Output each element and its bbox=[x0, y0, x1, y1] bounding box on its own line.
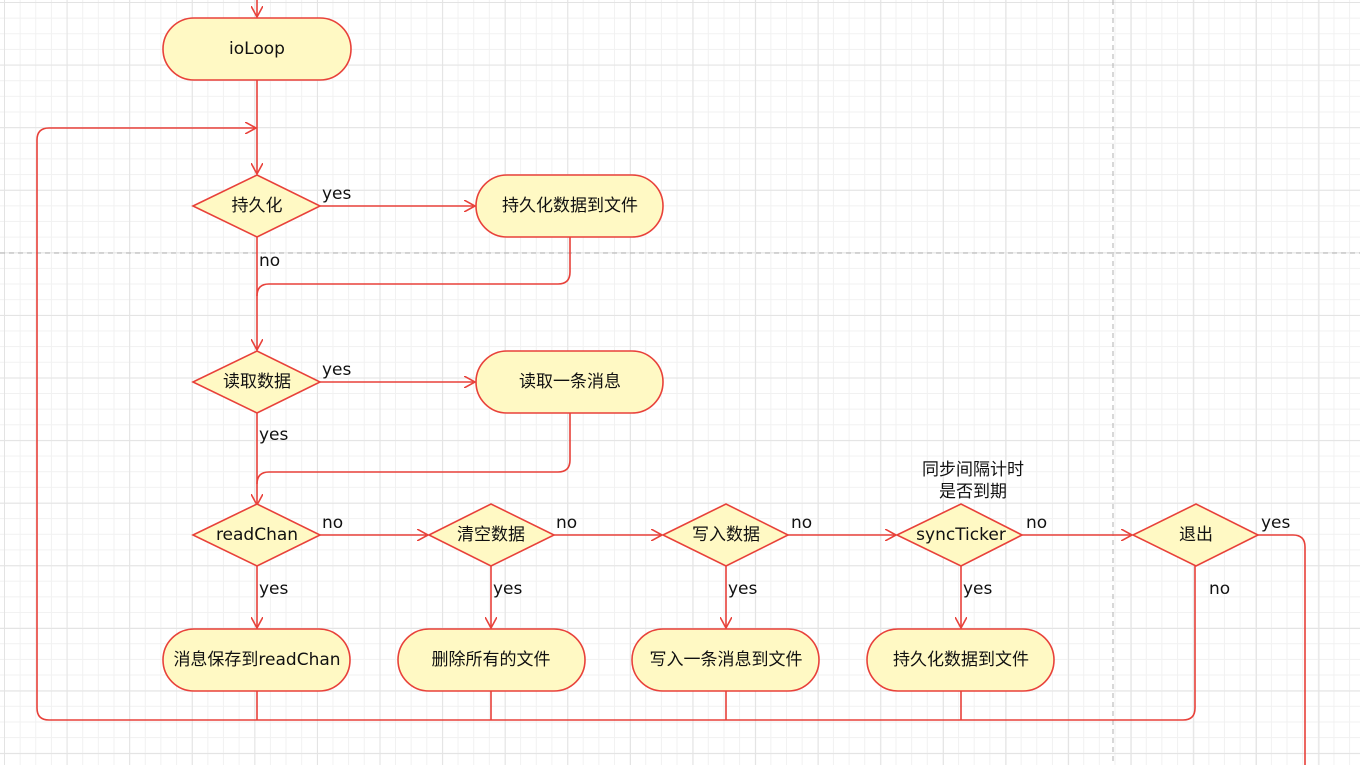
node-empty-do-shape[interactable] bbox=[397, 628, 586, 692]
edge-exit-yes bbox=[1258, 534, 1306, 765]
edge-label-read-yes-down: yes bbox=[259, 425, 289, 445]
edge-label-exit-no: no bbox=[1209, 579, 1230, 599]
edge-persist-do-merge bbox=[256, 237, 571, 297]
node-sync-q-label: syncTicker bbox=[916, 525, 1006, 545]
node-read-do-label: 读取一条消息 bbox=[519, 372, 621, 392]
node-exit-q-shape[interactable] bbox=[1131, 503, 1260, 567]
node-persist-q-label: 持久化 bbox=[232, 196, 283, 216]
edge-label-readchan-no: no bbox=[322, 513, 343, 533]
node-sync-q-shape[interactable] bbox=[895, 503, 1024, 567]
edge-read-do-merge bbox=[256, 413, 571, 485]
node-sync-do-shape[interactable] bbox=[866, 628, 1055, 692]
node-write-do-shape[interactable] bbox=[631, 628, 820, 692]
node-ioloop-shape[interactable] bbox=[162, 17, 352, 81]
node-read-do-shape[interactable] bbox=[475, 350, 664, 414]
edge-label-empty-yes: yes bbox=[493, 579, 523, 599]
edge-label-read-yes-right: yes bbox=[322, 360, 352, 380]
edge-label-readchan-yes: yes bbox=[259, 579, 289, 599]
edge-label-write-yes: yes bbox=[728, 579, 758, 599]
node-persist-do-shape[interactable] bbox=[475, 174, 664, 238]
node-readchan-do-label: 消息保存到readChan bbox=[173, 650, 340, 670]
edge-label-empty-no: no bbox=[556, 513, 577, 533]
edge-loop-back bbox=[36, 128, 1196, 721]
node-sync-note-line1: 同步间隔计时 bbox=[922, 460, 1024, 480]
node-readchan-do-shape[interactable] bbox=[162, 628, 351, 692]
node-empty-q-label: 清空数据 bbox=[457, 525, 525, 545]
edge-label-persist-no: no bbox=[259, 251, 280, 271]
edge-label-exit-yes: yes bbox=[1261, 513, 1291, 533]
edge-label-sync-yes: yes bbox=[963, 579, 993, 599]
node-exit-q-label: 退出 bbox=[1179, 525, 1213, 545]
edge-label-sync-no: no bbox=[1026, 513, 1047, 533]
node-write-do-label: 写入一条消息到文件 bbox=[650, 650, 803, 670]
node-persist-do-label: 持久化数据到文件 bbox=[502, 196, 638, 216]
node-ioloop-label: ioLoop bbox=[229, 39, 285, 59]
node-readchan-q-shape[interactable] bbox=[191, 503, 322, 567]
node-persist-q-shape[interactable] bbox=[191, 174, 322, 238]
edge-label-write-no: no bbox=[791, 513, 812, 533]
node-readchan-q-label: readChan bbox=[216, 525, 298, 545]
node-write-q-shape[interactable] bbox=[661, 503, 790, 567]
node-empty-do-label: 删除所有的文件 bbox=[432, 650, 551, 670]
node-write-q-label: 写入数据 bbox=[692, 525, 760, 545]
node-read-q-label: 读取数据 bbox=[223, 372, 291, 392]
node-sync-do-label: 持久化数据到文件 bbox=[893, 650, 1029, 670]
node-read-q-shape[interactable] bbox=[191, 350, 322, 414]
node-sync-note-line2: 是否到期 bbox=[939, 482, 1007, 502]
edge-label-persist-yes: yes bbox=[322, 184, 352, 204]
node-empty-q-shape[interactable] bbox=[427, 503, 556, 567]
